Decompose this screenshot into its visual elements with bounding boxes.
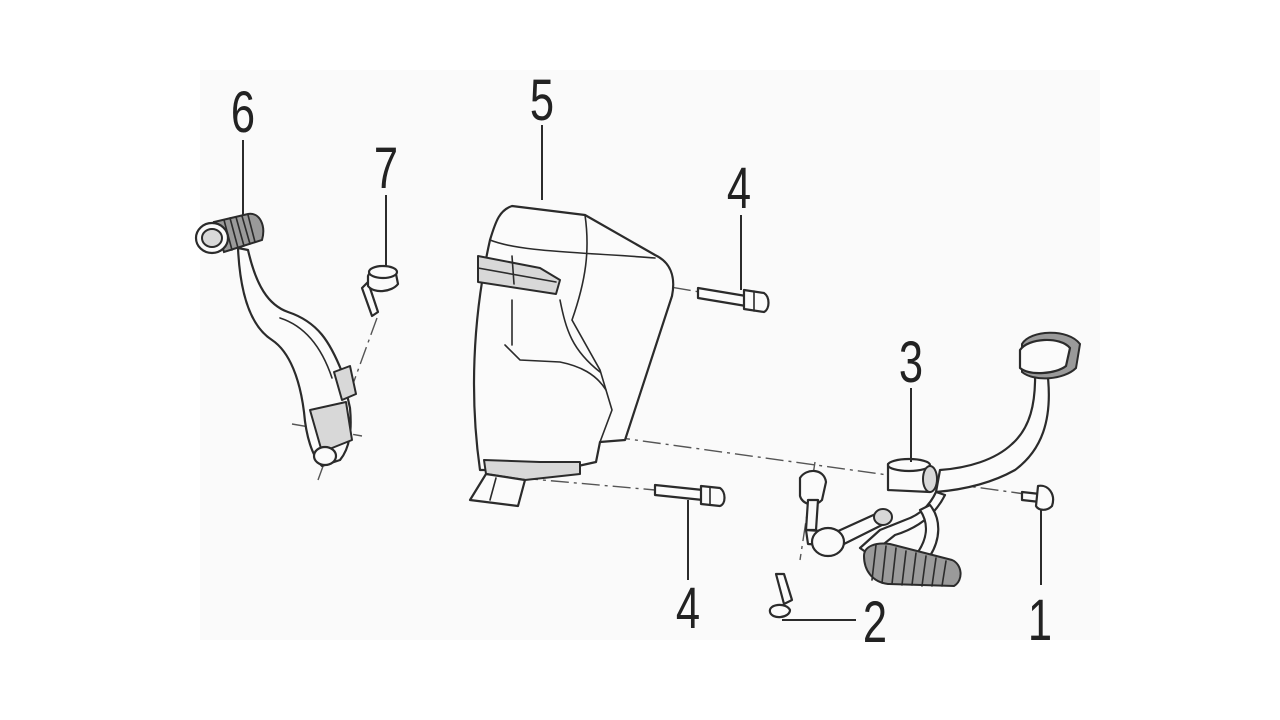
callout-6: 6	[231, 80, 255, 144]
callout-1: 1	[1028, 588, 1052, 652]
part-2-linkage	[768, 469, 893, 619]
callout-7: 7	[374, 136, 398, 200]
part-6-lever	[194, 212, 357, 468]
part-7-bolt	[360, 264, 400, 318]
axis-main-shaft	[519, 423, 1026, 495]
axis-lower-bolt	[519, 477, 656, 491]
callout-4-top: 4	[727, 156, 751, 220]
callout-4-bottom: 4	[676, 576, 700, 640]
callout-2: 2	[863, 590, 887, 654]
part-1-footrest	[862, 542, 962, 588]
part-3-bushing	[886, 457, 938, 494]
part-1-lever	[858, 331, 1082, 588]
part-4-lower-bolt	[653, 483, 726, 508]
callout-5: 5	[530, 68, 554, 132]
part-1-pad	[1018, 331, 1082, 380]
part-1-bolt	[1020, 484, 1055, 511]
part-5-cover	[468, 204, 675, 508]
part-6-grip	[194, 212, 265, 255]
callout-3: 3	[899, 330, 923, 394]
part-4-upper-bolt	[696, 286, 770, 314]
